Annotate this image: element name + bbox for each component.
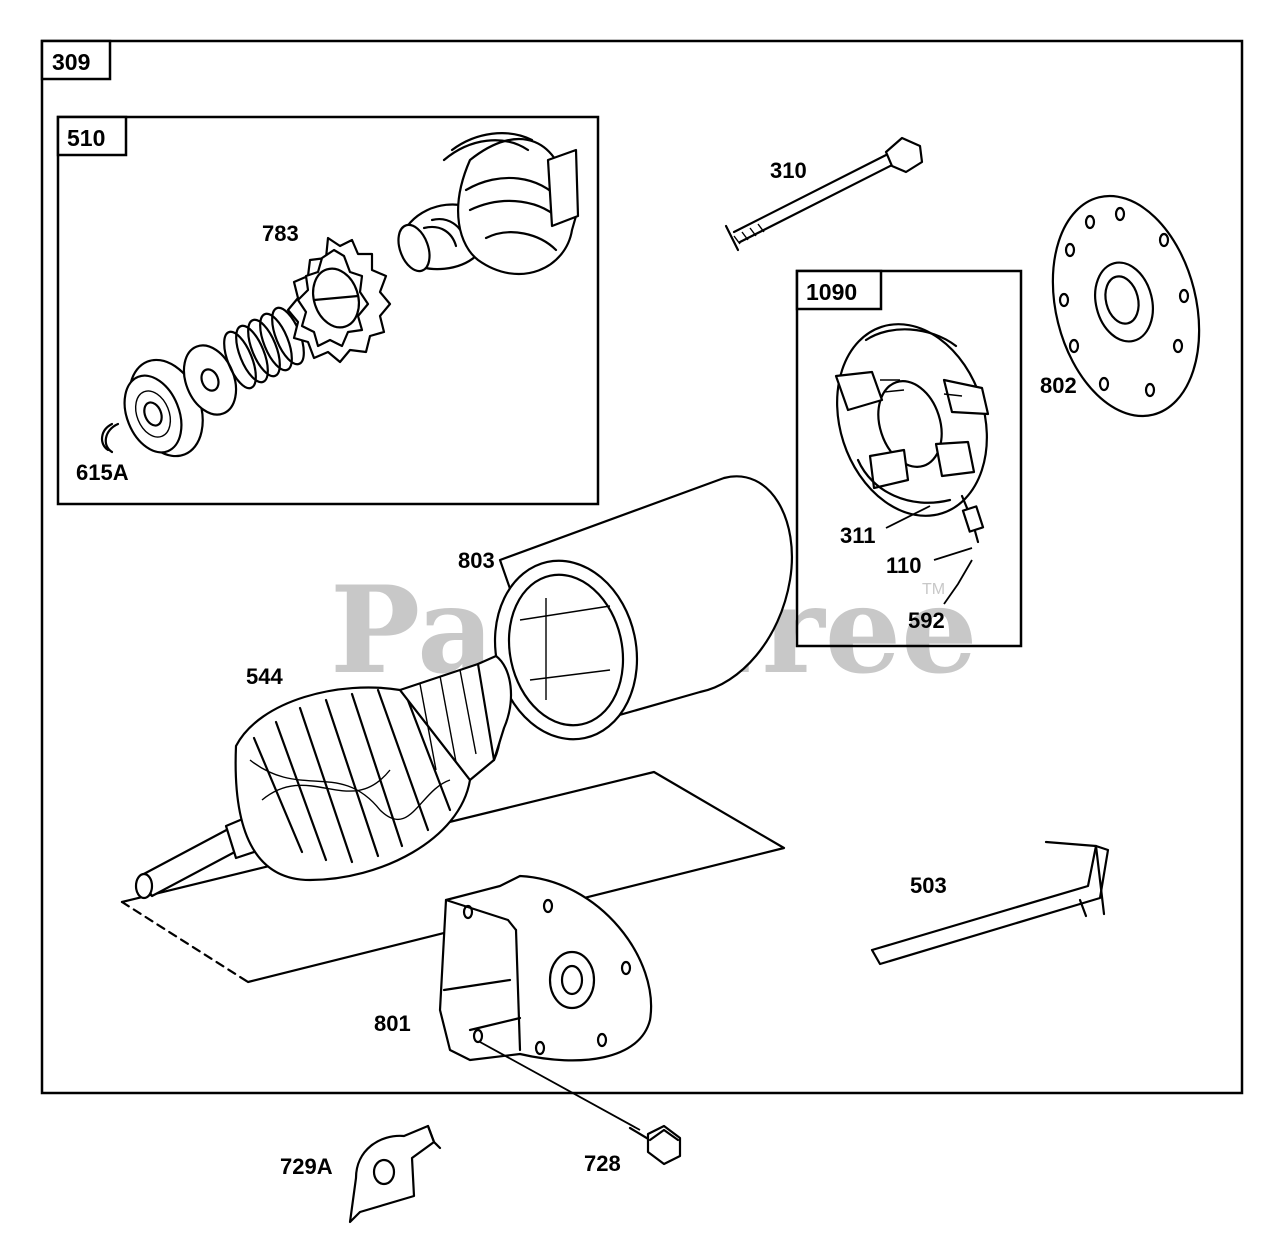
brush-assembly-box [795, 269, 1023, 648]
part-label-801: 801 [374, 1011, 411, 1036]
part-label-615a: 615A [76, 460, 129, 485]
drive-assembly-label: 510 [67, 125, 105, 151]
drive-assembly-tag [56, 115, 128, 157]
armature-drawing [120, 654, 786, 984]
leader-592 [943, 559, 973, 605]
through-bolt-drawing [724, 136, 924, 252]
leader-311 [885, 505, 931, 529]
pinion-gear-drawing [286, 236, 392, 364]
brush-assembly-tag [795, 269, 883, 311]
outer-frame [40, 39, 1244, 1095]
outer-frame-tag [40, 39, 112, 81]
part-label-802: 802 [1040, 373, 1077, 398]
part-label-728: 728 [584, 1151, 621, 1176]
part-label-544: 544 [246, 664, 283, 689]
part-label-503: 503 [910, 873, 947, 898]
retainer-ring-drawing [101, 422, 120, 454]
part-label-110: 110 [886, 553, 922, 578]
brush-holder-drawing [834, 323, 990, 544]
part-label-311: 311 [840, 523, 876, 548]
brush-assembly-label: 1090 [806, 279, 857, 305]
mounting-bracket-drawing [438, 874, 653, 1062]
part-label-729a: 729A [280, 1154, 333, 1179]
part-label-310: 310 [770, 158, 807, 183]
trademark-text: TM [922, 581, 945, 598]
stop-collar-drawing [123, 358, 204, 458]
part-label-803: 803 [458, 548, 495, 573]
lock-tab-drawing [348, 1124, 442, 1224]
leader-110 [933, 547, 973, 561]
end-plate-drawing [1051, 194, 1201, 418]
outer-frame-label: 309 [52, 49, 90, 75]
motor-frame-drawing [493, 475, 794, 741]
part-label-783: 783 [262, 221, 299, 246]
part-label-592: 592 [908, 608, 945, 633]
spring-strip-drawing [870, 840, 1110, 966]
mounting-bolt-drawing [479, 1041, 682, 1166]
drive-housing-drawing [397, 132, 580, 276]
drive-assembly-box [56, 115, 600, 506]
